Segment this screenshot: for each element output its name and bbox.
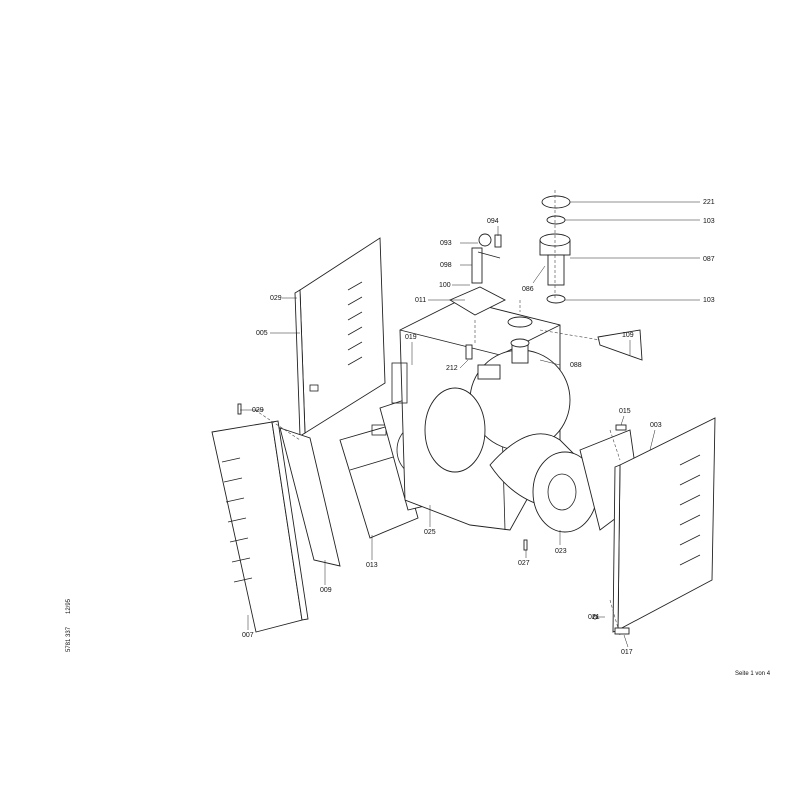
label-015: 015 <box>619 408 631 415</box>
label-025: 025 <box>424 529 436 536</box>
doc-date: 12/95 <box>66 598 72 614</box>
top-parts <box>449 195 643 361</box>
label-109: 109 <box>622 332 634 339</box>
label-087: 087 <box>703 256 715 263</box>
label-017: 017 <box>621 649 633 656</box>
screw-027 <box>523 539 528 551</box>
label-007: 007 <box>242 632 254 639</box>
label-005: 005 <box>256 330 268 337</box>
bracket-017 <box>614 627 630 635</box>
label-103: 103 <box>703 297 715 304</box>
label-103: 103 <box>703 218 715 225</box>
label-029: 029 <box>270 295 282 302</box>
panel-007 <box>211 420 309 633</box>
bracket-015 <box>615 424 627 431</box>
label-088: 088 <box>570 362 582 369</box>
label-023: 023 <box>555 548 567 555</box>
label-029: 029 <box>252 407 264 414</box>
panel-005 <box>294 237 386 437</box>
label-093: 093 <box>440 240 452 247</box>
label-027: 027 <box>518 560 530 567</box>
label-098: 098 <box>440 262 452 269</box>
seal-009 <box>279 427 341 567</box>
footer-page: Seite 1 von 4 <box>735 671 771 677</box>
label-021: 021 <box>588 614 600 621</box>
label-221: 221 <box>703 199 715 206</box>
label-013: 013 <box>366 562 378 569</box>
label-011: 011 <box>415 297 426 304</box>
label-009: 009 <box>320 587 332 594</box>
panel-003 <box>612 417 716 633</box>
label-094: 094 <box>487 218 499 225</box>
label-100: 100 <box>439 282 451 289</box>
label-086: 086 <box>522 286 534 293</box>
label-003: 003 <box>650 422 662 429</box>
screw-029 <box>237 403 242 415</box>
label-212: 212 <box>446 365 458 372</box>
insulation-023 <box>489 429 641 533</box>
doc-number: 5781 337 <box>66 626 72 652</box>
label-019: 019 <box>405 334 417 341</box>
